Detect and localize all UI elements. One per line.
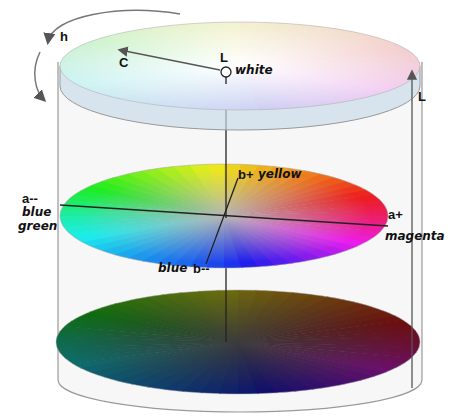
mid-disk: [60, 164, 388, 268]
grey-center: [56, 290, 420, 394]
disk-rim: [60, 164, 388, 268]
l-axis: [225, 77, 226, 84]
lightness-symbol: L: [418, 90, 426, 104]
axis-end: a--: [22, 192, 38, 206]
lightness-symbol: L: [220, 51, 228, 65]
axis-end: a+: [388, 208, 403, 222]
color-name: blue: [158, 262, 187, 275]
hue-symbol: h: [60, 30, 68, 44]
white-point: [221, 67, 231, 77]
grey-center: [60, 164, 388, 268]
color-name: green: [18, 220, 57, 233]
color-name: blue: [22, 206, 51, 219]
axis-end: b+: [238, 168, 254, 182]
chroma-symbol: C: [119, 56, 128, 70]
disk-rim: [60, 22, 420, 110]
l-axis: [225, 260, 226, 342]
white-label: white: [235, 64, 273, 77]
color-name: yellow: [258, 168, 302, 181]
chroma-arrow: [120, 50, 220, 70]
b-axis: [206, 178, 238, 264]
disk-rim: [56, 290, 420, 394]
grey-center: [60, 22, 420, 110]
light-disk: [60, 22, 420, 110]
color-name: magenta: [385, 230, 445, 243]
dark-disk: [56, 290, 420, 394]
hue-arrow: [35, 52, 44, 100]
axis-end: b--: [193, 262, 210, 276]
